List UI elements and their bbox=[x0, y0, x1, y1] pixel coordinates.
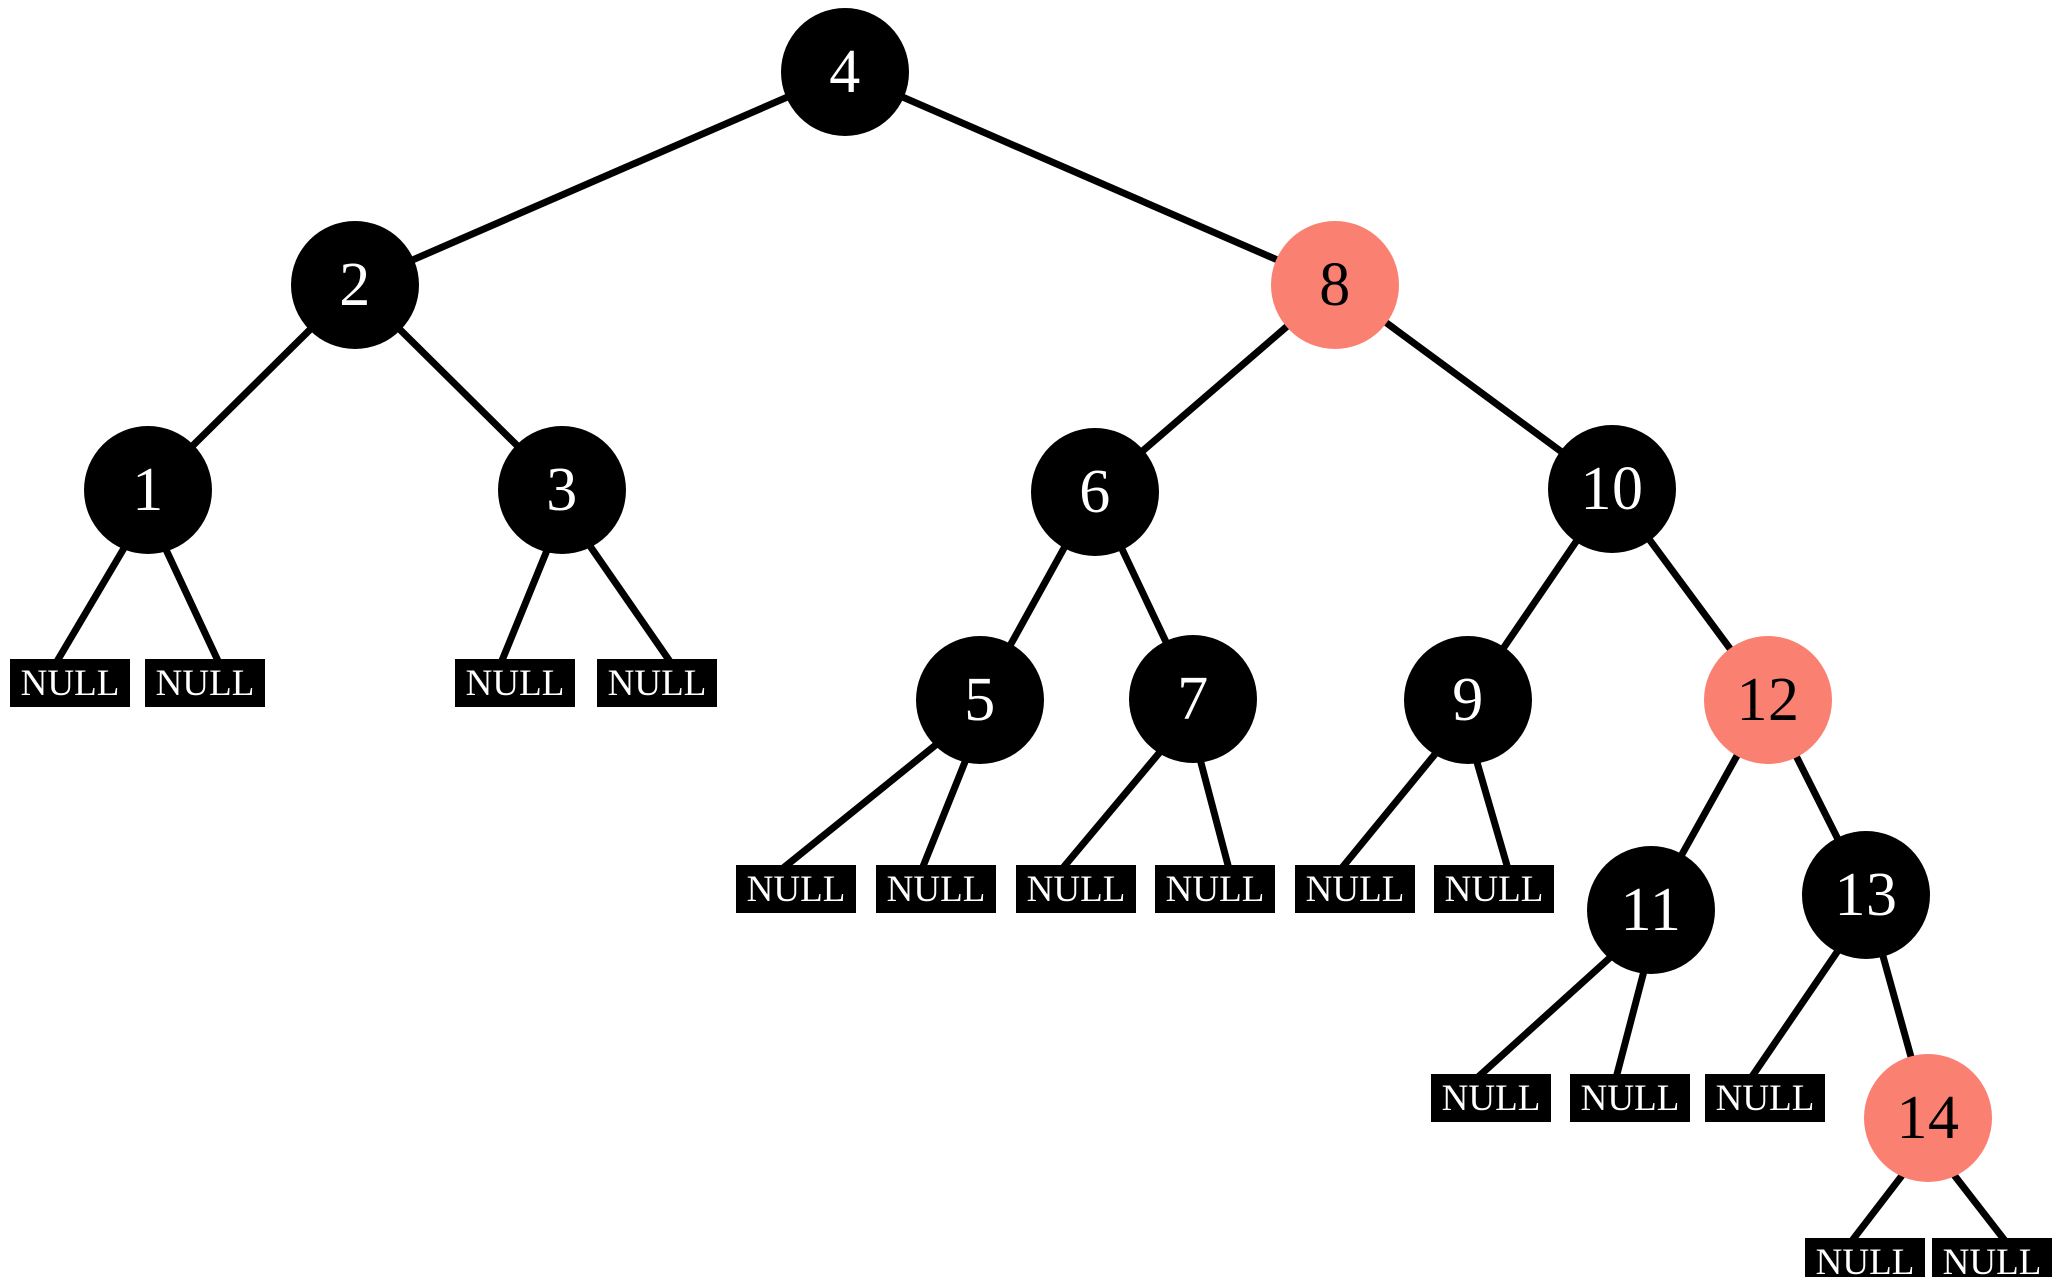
tree-node-label: 10 bbox=[1580, 455, 1644, 523]
tree-node-4[interactable]: 4 bbox=[781, 8, 909, 136]
tree-node-label: 12 bbox=[1736, 666, 1800, 734]
tree-null-leaf-label: NULL bbox=[1942, 1241, 2042, 1277]
tree-edge bbox=[1379, 317, 1568, 457]
tree-node-label: 2 bbox=[339, 251, 371, 319]
tree-null-leaf-label: NULL bbox=[1441, 1077, 1541, 1119]
tree-node-2[interactable]: 2 bbox=[291, 221, 419, 349]
tree-node-12[interactable]: 12 bbox=[1704, 636, 1832, 764]
tree-edge bbox=[161, 544, 223, 667]
tree-null-leaf: NULL bbox=[1155, 865, 1275, 913]
tree-node-label: 3 bbox=[546, 456, 578, 524]
tree-edge bbox=[1196, 755, 1233, 873]
tree-node-label: 7 bbox=[1177, 665, 1209, 733]
tree-edge bbox=[918, 754, 970, 873]
tree-null-leaf-label: NULL bbox=[886, 868, 986, 910]
tree-node-label: 4 bbox=[829, 38, 861, 106]
tree-edge bbox=[1136, 320, 1294, 457]
tree-edge bbox=[1847, 1169, 1908, 1246]
tree-edge bbox=[1791, 750, 1843, 845]
tree-null-leaf-label: NULL bbox=[607, 662, 707, 704]
tree-edge bbox=[1676, 748, 1743, 862]
tree-null-leaf: NULL bbox=[597, 659, 717, 707]
tree-null-leaf: NULL bbox=[876, 865, 996, 913]
tree-node-5[interactable]: 5 bbox=[916, 636, 1044, 764]
tree-null-leaf: NULL bbox=[1932, 1238, 2052, 1277]
tree-node-label: 5 bbox=[964, 666, 996, 734]
tree-node-7[interactable]: 7 bbox=[1129, 635, 1257, 763]
tree-null-leaf-label: NULL bbox=[1715, 1077, 1815, 1119]
tree-null-leaf-label: NULL bbox=[1580, 1077, 1680, 1119]
tree-node-9[interactable]: 9 bbox=[1404, 636, 1532, 764]
tree-node-6[interactable]: 6 bbox=[1031, 428, 1159, 556]
tree-node-label: 6 bbox=[1079, 458, 1111, 526]
tree-null-leaf-label: NULL bbox=[746, 868, 846, 910]
tree-node-3[interactable]: 3 bbox=[498, 426, 626, 554]
tree-node-label: 9 bbox=[1452, 666, 1484, 734]
tree-edge bbox=[52, 542, 130, 667]
tree-edge bbox=[187, 323, 316, 452]
tree-edge bbox=[1005, 541, 1070, 651]
tree-edge bbox=[1498, 535, 1582, 654]
tree-edge bbox=[1472, 755, 1512, 873]
tree-null-leaf: NULL bbox=[145, 659, 265, 707]
tree-edge bbox=[1644, 533, 1736, 656]
tree-null-leaf: NULL bbox=[1705, 1074, 1825, 1122]
tree-edge bbox=[1948, 1169, 2010, 1246]
tree-node-label: 13 bbox=[1834, 861, 1898, 929]
tree-node-13[interactable]: 13 bbox=[1802, 831, 1930, 959]
tree-null-leaf-label: NULL bbox=[1026, 868, 1126, 910]
tree-null-leaf: NULL bbox=[455, 659, 575, 707]
tree-node-8[interactable]: 8 bbox=[1271, 221, 1399, 349]
tree-node-11[interactable]: 11 bbox=[1587, 846, 1715, 974]
tree-node-label: 8 bbox=[1319, 251, 1351, 319]
tree-edge bbox=[1058, 746, 1166, 873]
tree-null-leaf-label: NULL bbox=[1444, 868, 1544, 910]
tree-null-leaf-label: NULL bbox=[155, 662, 255, 704]
tree-node-14[interactable]: 14 bbox=[1864, 1054, 1992, 1182]
tree-edge bbox=[896, 92, 1284, 265]
tree-null-leaf: NULL bbox=[1016, 865, 1136, 913]
tree-null-leaf-label: NULL bbox=[1305, 868, 1405, 910]
tree-null-leaf: NULL bbox=[1295, 865, 1415, 913]
tree-node-1[interactable]: 1 bbox=[84, 426, 212, 554]
tree-edge bbox=[406, 92, 794, 265]
tree-edge bbox=[1337, 747, 1441, 873]
tree-edge bbox=[584, 540, 675, 667]
tree-edge bbox=[394, 323, 523, 452]
tree-null-leaf: NULL bbox=[1434, 865, 1554, 913]
tree-edge bbox=[1117, 542, 1171, 649]
tree-edge bbox=[778, 739, 942, 873]
tree-node-10[interactable]: 10 bbox=[1548, 425, 1676, 553]
tree-null-leaf-label: NULL bbox=[465, 662, 565, 704]
tree-node-label: 1 bbox=[132, 456, 164, 524]
tree-null-leaf-label: NULL bbox=[1815, 1241, 1915, 1277]
tree-null-leaf-label: NULL bbox=[1165, 868, 1265, 910]
tree-edge bbox=[1747, 945, 1843, 1082]
tree-null-leaf: NULL bbox=[1805, 1238, 1925, 1277]
tree-edge bbox=[1473, 952, 1616, 1082]
tree-node-label: 14 bbox=[1896, 1084, 1960, 1152]
tree-null-leaf: NULL bbox=[10, 659, 130, 707]
tree-node-label: 11 bbox=[1620, 876, 1682, 944]
tree-null-leaf: NULL bbox=[1570, 1074, 1690, 1122]
tree-null-leaf: NULL bbox=[1431, 1074, 1551, 1122]
tree-null-leaf: NULL bbox=[736, 865, 856, 913]
tree-null-leaf-label: NULL bbox=[20, 662, 120, 704]
tree-edge bbox=[1612, 966, 1648, 1082]
tree-edge bbox=[1878, 949, 1916, 1064]
tree-edge bbox=[497, 544, 552, 667]
